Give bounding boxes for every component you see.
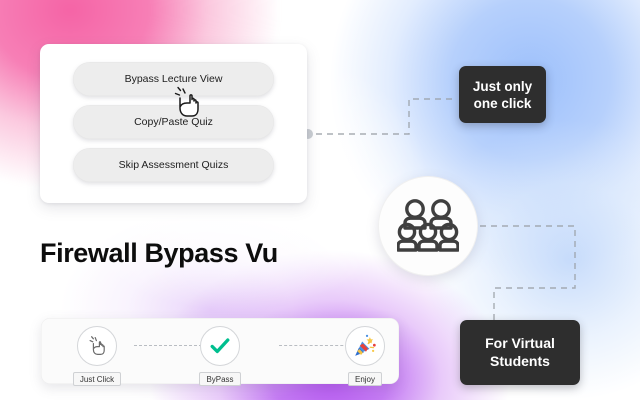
step-bypass[interactable]: ByPass (183, 326, 257, 386)
step-connector-2 (279, 345, 379, 346)
step-connector-1 (134, 345, 237, 346)
connector-card-to-one-click (316, 98, 455, 135)
badge-for-virtual-students: For Virtual Students (460, 320, 580, 385)
copy-paste-quiz-label: Copy/Paste Quiz (134, 116, 213, 128)
connector-people-to-virtual (480, 225, 576, 322)
step-just-click-circle (77, 326, 117, 366)
badge-just-only-one-click: Just only one click (459, 66, 546, 123)
badge-one-click-line2: one click (473, 95, 532, 111)
virtual-students-node (378, 176, 478, 276)
step-enjoy-circle (345, 326, 385, 366)
blue-gradient-blob (330, 0, 640, 280)
badge-virtual-line1: For Virtual (485, 334, 555, 351)
skip-assessment-quizs-button[interactable]: Skip Assessment Quizs (73, 148, 274, 182)
party-popper-icon (355, 334, 376, 356)
skip-assessment-quizs-label: Skip Assessment Quizs (118, 159, 229, 171)
hand-cursor-icon (89, 336, 105, 355)
badge-virtual-line2: Students (490, 352, 550, 369)
step-bypass-label: ByPass (199, 372, 241, 386)
bypass-lecture-view-label: Bypass Lecture View (124, 73, 223, 85)
step-enjoy-label: Enjoy (347, 372, 382, 386)
step-just-click[interactable]: Just Click (60, 326, 134, 386)
bypass-lecture-view-button[interactable]: Bypass Lecture View (73, 62, 274, 96)
group-of-people-icon (397, 199, 459, 252)
copy-paste-quiz-button[interactable]: Copy/Paste Quiz (73, 105, 274, 139)
step-bypass-circle (200, 326, 240, 366)
step-enjoy[interactable]: Enjoy (328, 326, 402, 386)
bypass-options-card: Bypass Lecture View Copy/Paste Quiz Skip… (40, 44, 307, 203)
check-icon (210, 338, 230, 354)
step-just-click-label: Just Click (72, 372, 122, 386)
badge-one-click-line1: Just only (472, 78, 533, 94)
page-title: Firewall Bypass Vu (40, 238, 278, 268)
steps-bar: Just Click ByPass (41, 318, 402, 386)
